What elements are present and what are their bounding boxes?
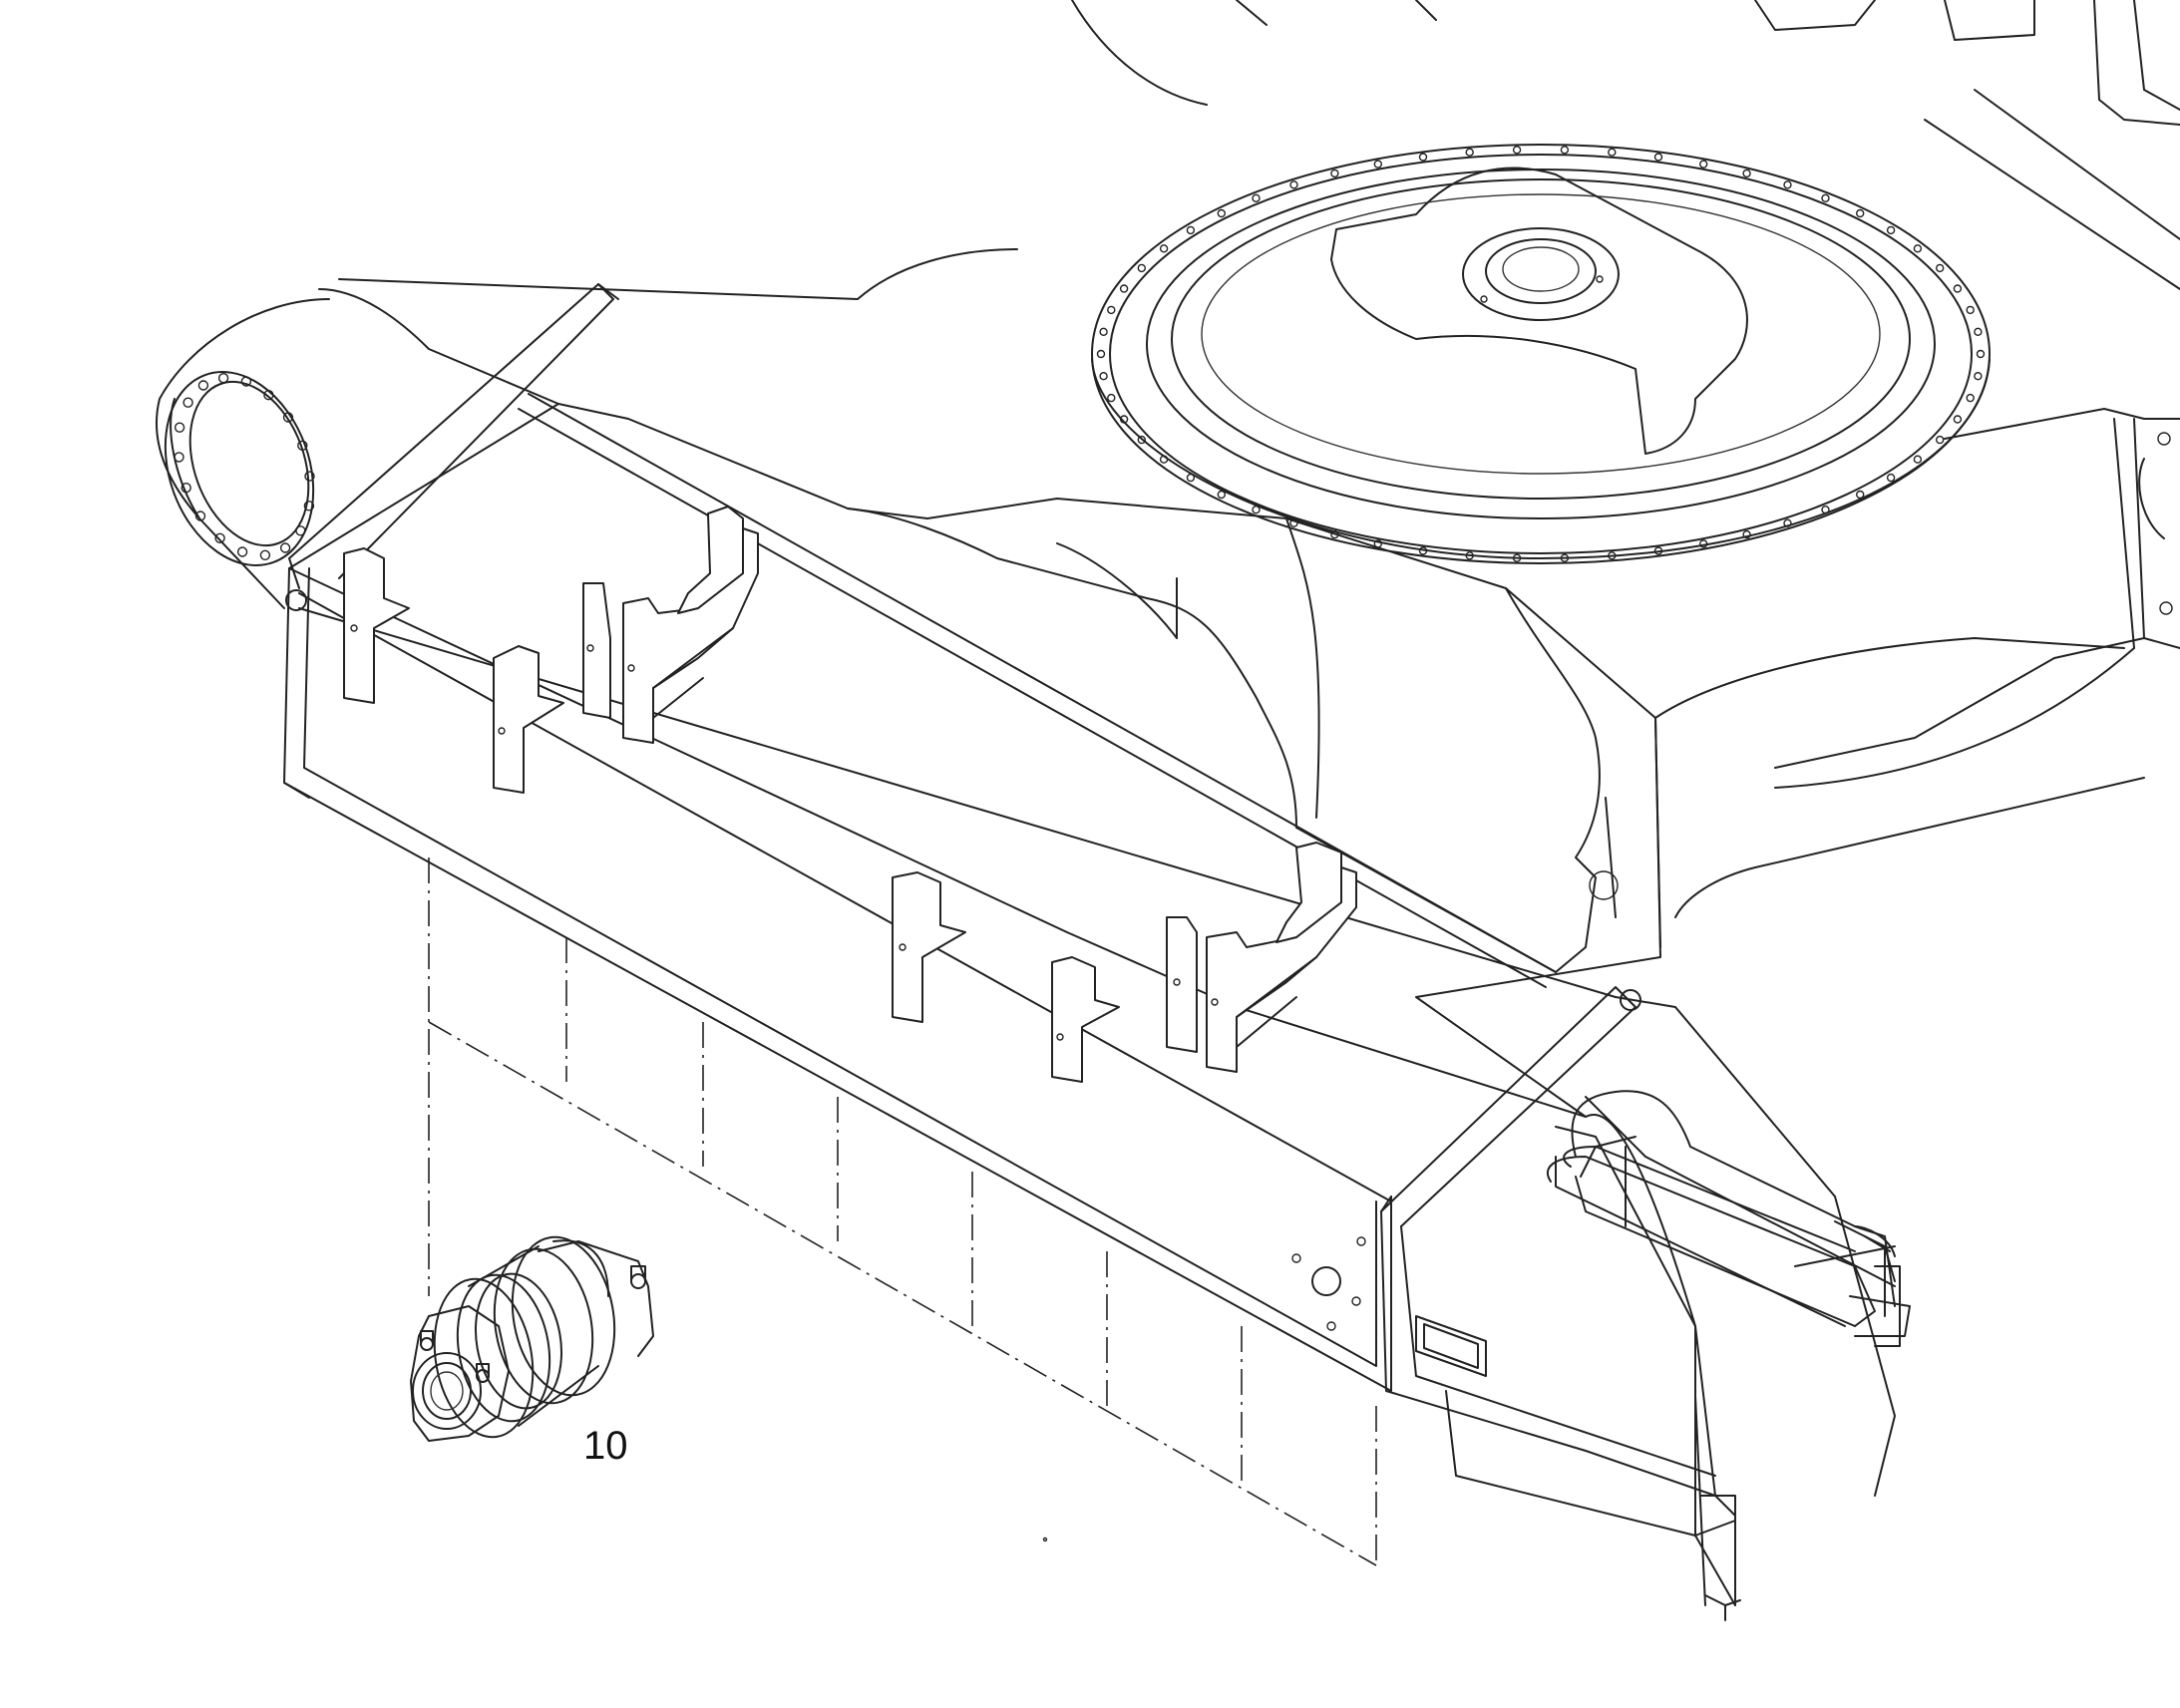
bolt-hole (1107, 393, 1116, 403)
bolt-hole (259, 549, 271, 560)
bolt-hole (1119, 415, 1129, 424)
bolt-hole (214, 532, 225, 543)
bolt-hole (1159, 244, 1169, 253)
track-frame (156, 283, 1661, 1392)
bolt-hole (1159, 455, 1169, 464)
ring-bolt-holes (1096, 146, 1986, 562)
bolt-hole (1653, 546, 1663, 555)
bolt-hole (1698, 160, 1708, 169)
bolt-hole (1608, 551, 1617, 560)
bolt-hole (1935, 263, 1945, 273)
bolt-hole (1217, 208, 1227, 218)
bolt-hole (1289, 180, 1298, 189)
bolt-hole (1855, 208, 1865, 218)
bolt-hole (1512, 553, 1522, 562)
bolt-hole (236, 546, 248, 557)
bolt-hole (1137, 435, 1147, 445)
guard-brackets (343, 506, 1357, 1083)
bolt-hole (174, 422, 185, 433)
bolt-hole (1560, 146, 1570, 155)
bolt-hole (217, 373, 229, 384)
bolt-hole (1373, 160, 1383, 169)
bolt-hole (1096, 349, 1106, 359)
bolt-hole (1913, 244, 1923, 253)
stray-dot (1042, 1537, 1048, 1542)
bolt-hole (1418, 546, 1428, 555)
bolt-hole (1330, 169, 1339, 178)
front-idler-housing (1291, 996, 1911, 1621)
bolt-hole (1560, 553, 1570, 562)
bolt-hole (1886, 225, 1896, 235)
bolt-hole (1953, 415, 1963, 424)
bolt-hole (1465, 551, 1474, 560)
bolt-hole (1217, 490, 1227, 500)
bolt-hole (295, 525, 306, 536)
bolt-hole (1821, 506, 1830, 514)
bolt-hole (1913, 455, 1923, 464)
bolt-hole (1099, 327, 1108, 336)
bolt-hole (1107, 305, 1116, 315)
bolt-hole (1966, 305, 1975, 315)
bolt-hole (263, 390, 274, 401)
bolt-hole (1137, 263, 1147, 273)
bolt-hole (1855, 490, 1865, 500)
bolt-hole (1698, 539, 1708, 548)
bolt-hole (1186, 225, 1196, 235)
roller-position-lines (428, 857, 1377, 1566)
callout-label-10: 10 (583, 1424, 628, 1468)
bolt-hole (304, 471, 315, 482)
track-roller-part (410, 1235, 654, 1442)
bolt-hole (1974, 372, 1983, 381)
bolt-hole (279, 542, 291, 553)
upper-frame (338, 0, 2180, 300)
bolt-hole (1783, 180, 1792, 189)
bolt-hole (1099, 372, 1108, 381)
rear-housing-bolt-holes (174, 373, 315, 560)
right-frame (1605, 408, 2180, 948)
bolt-hole (1821, 193, 1830, 203)
bolt-hole (297, 440, 308, 451)
bolt-hole (303, 501, 315, 512)
bolt-hole (1186, 473, 1196, 483)
bolt-hole (1465, 148, 1474, 157)
bolt-hole (1742, 169, 1751, 178)
bolt-hole (1935, 435, 1945, 445)
bolt-hole (1608, 148, 1617, 157)
bolt-hole (1252, 193, 1261, 203)
bolt-hole (1119, 284, 1129, 293)
bolt-hole (1742, 529, 1751, 539)
bolt-hole (240, 376, 252, 387)
swing-bearing-ring (1091, 144, 1991, 564)
bolt-hole (1886, 473, 1896, 483)
bolt-hole (194, 511, 206, 521)
bolt-hole (1512, 146, 1522, 155)
bolt-hole (1289, 518, 1298, 527)
center-hub-bracket (1330, 167, 1748, 455)
bolt-hole (1953, 284, 1963, 293)
bolt-hole (1974, 327, 1983, 336)
bolt-hole (1783, 518, 1792, 527)
bolt-hole (197, 380, 209, 391)
bolt-hole (282, 412, 294, 423)
bolt-hole (1966, 393, 1975, 403)
bolt-hole (1976, 349, 1986, 359)
bolt-hole (1418, 153, 1428, 162)
bolt-hole (182, 397, 193, 408)
bolt-hole (1252, 506, 1261, 514)
bolt-hole (1653, 153, 1663, 162)
